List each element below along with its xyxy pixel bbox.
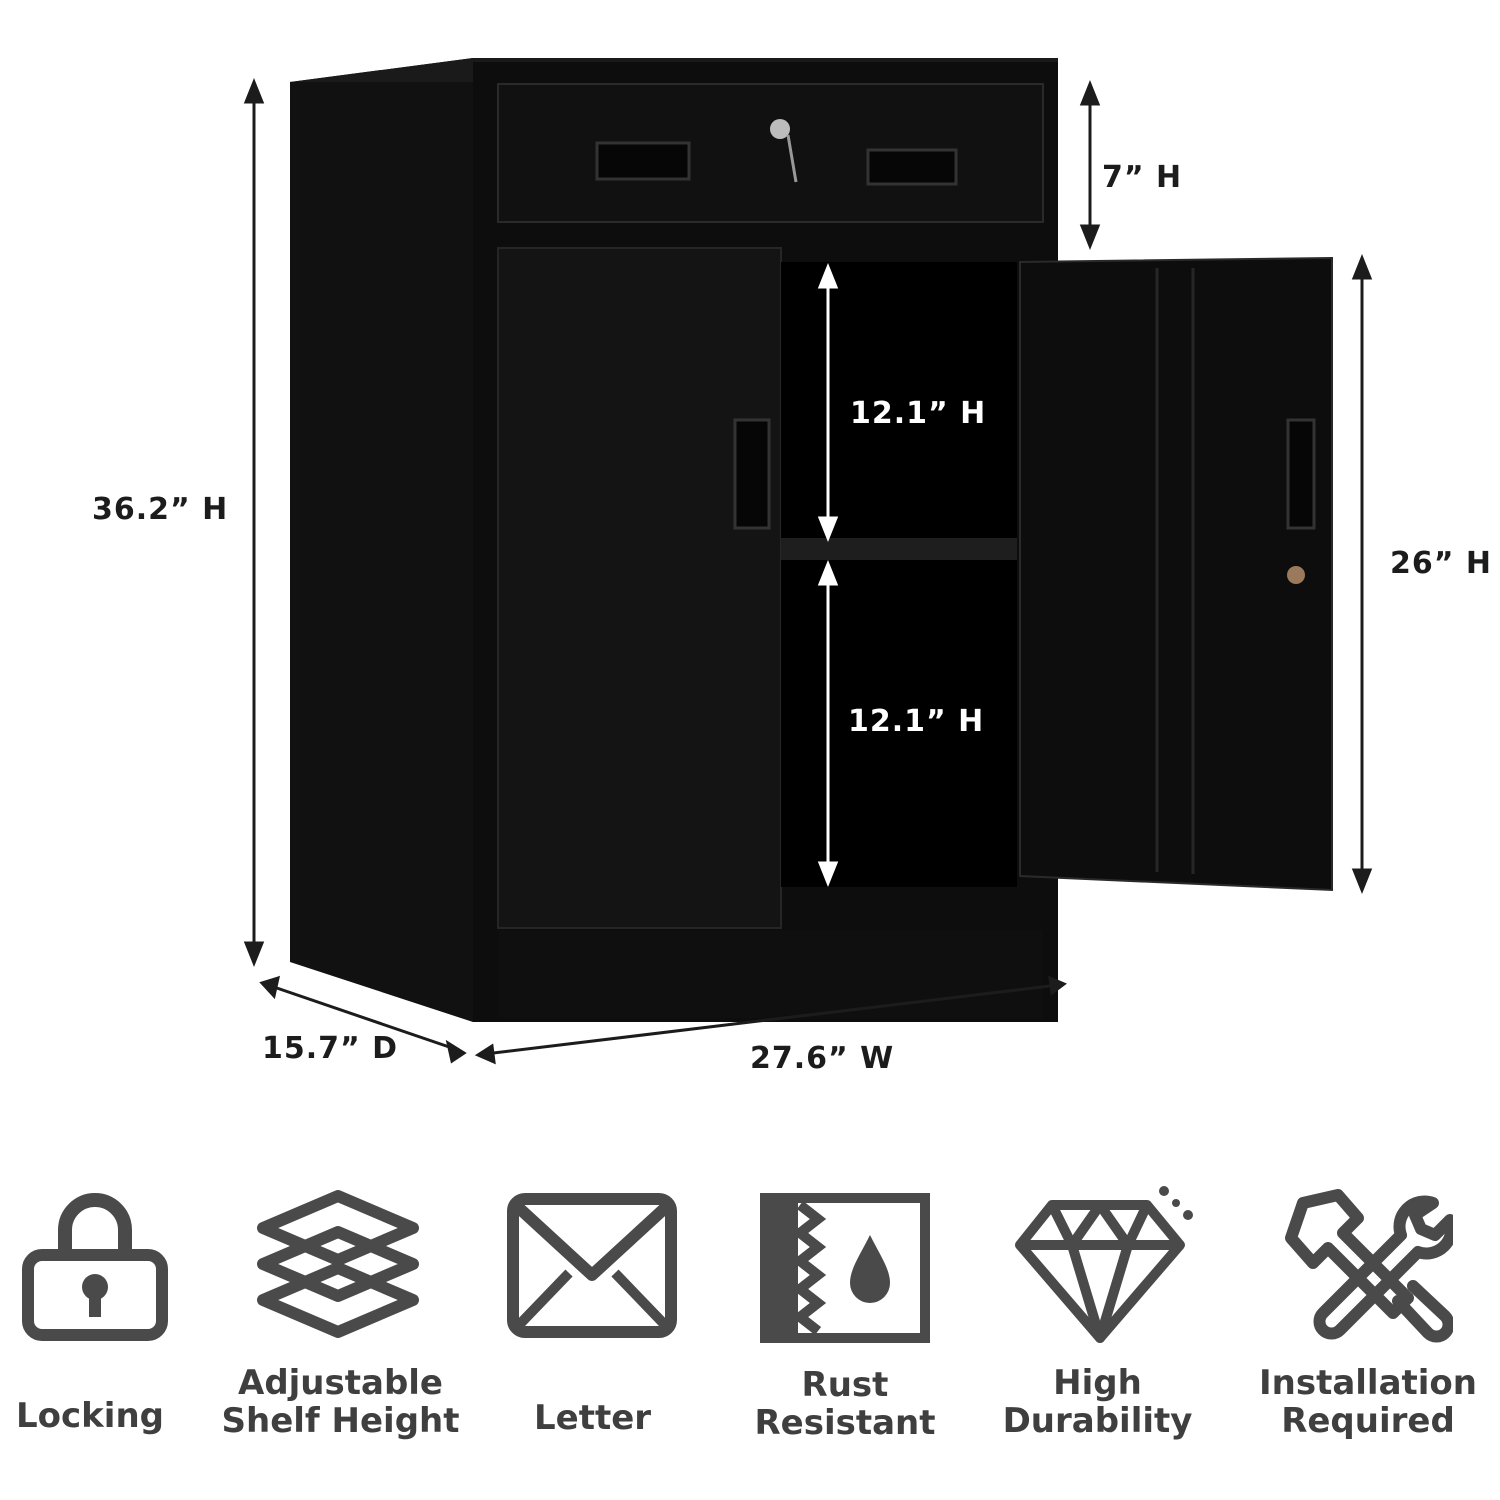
feature-label-line1: Rust [801,1365,889,1405]
feature-label-locking: Locking [0,1397,180,1435]
cabinet-side-panel [290,58,473,1022]
feature-label-line2: Shelf Height [221,1401,460,1441]
depth-label: 15.7” D [262,1031,399,1066]
feature-label-letter: Letter [510,1399,675,1437]
left-door [497,247,782,929]
right-door-handle [1286,418,1316,530]
feature-label-line2: Resistant [754,1403,936,1443]
overall-height-label: 36.2” H [92,492,229,527]
drawer-height-label: 7” H [1102,160,1183,195]
feature-label-line1: Letter [533,1398,652,1438]
shelf [781,538,1017,560]
feature-label-line1: Adjustable [238,1363,443,1403]
right-door-lock [1287,566,1305,584]
feature-label-line2: Required [1281,1401,1455,1441]
feature-label-line1: Locking [16,1396,164,1436]
depth-arrow [267,983,459,1052]
upper-shelf-height-label: 12.1” H [850,396,987,431]
left-door-handle [733,418,771,530]
width-arrow [484,983,1059,1056]
feature-label-line2: Durability [1002,1401,1193,1441]
drawer-lock [770,119,790,139]
drawer-handle-right [866,148,958,186]
tools-icon [1285,1189,1453,1343]
feature-label-rust: Rust Resistant [730,1366,960,1442]
diamond-icon [1015,1186,1193,1343]
drawer [497,83,1044,223]
feature-label-durability: High Durability [985,1364,1210,1440]
layers-icon [257,1190,419,1338]
door-height-label: 26” H [1390,546,1493,581]
width-label: 27.6” W [750,1041,895,1076]
cabinet-interior [781,262,1017,887]
cabinet-illustration [243,58,1373,1065]
feature-label-line1: Installation [1258,1363,1477,1403]
lock-icon [22,1193,168,1341]
feature-label-adjustable: Adjustable Shelf Height [198,1364,483,1440]
envelope-icon [507,1193,677,1338]
feature-label-installation: Installation Required [1236,1364,1500,1440]
cabinet-base [498,930,1043,1018]
feature-label-line1: High [1053,1363,1142,1403]
water-drop-icon [760,1193,930,1343]
lower-shelf-height-label: 12.1” H [848,704,985,739]
right-door-open [1019,256,1333,892]
drawer-handle-left [595,141,691,181]
